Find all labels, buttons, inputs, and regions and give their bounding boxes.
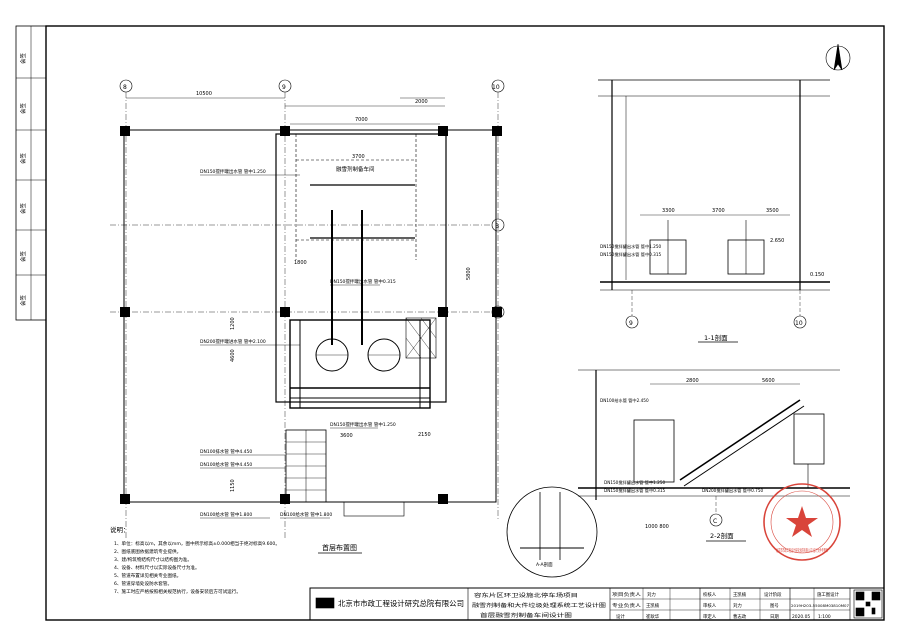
drawing-name: 首层融雪剂制备车间设计图 [480, 611, 572, 619]
axis-c: C [713, 518, 717, 525]
pipe-label: DN200搅拌罐进水管 管中2.100 [200, 338, 266, 345]
role-label: 项目负责人 [612, 591, 642, 598]
person-name: 崔耿华 [646, 613, 660, 620]
dim-2000: 2000 [415, 99, 428, 105]
axis-8: 8 [123, 84, 127, 91]
title-block-text: 北京市市政工程设计研究总院有限公司 容东片区环卫设施北停车场项目 融雪剂制备和大… [338, 591, 849, 620]
dim-5800: 5800 [466, 267, 472, 280]
note-item: 6、管道穿墙处设防水套管。 [114, 580, 172, 587]
stage-value: 施工图设计 [817, 591, 840, 598]
role-label: 专业负责人 [612, 602, 642, 609]
pipe-label: DN150搅拌罐出水管 管中1.250 [330, 421, 396, 428]
elev-2650: 2.650 [770, 238, 784, 244]
date-value: 2020.05 [792, 614, 810, 620]
strip-label: 会签 [19, 52, 27, 64]
company-name: 北京市市政工程设计研究总院有限公司 [338, 599, 464, 608]
axis-9: 9 [629, 320, 633, 327]
dim-1800: 1800 [294, 260, 307, 266]
strip-label: 会签 [19, 250, 27, 262]
strip-label: 会签 [19, 152, 27, 164]
scale-value: 1:100 [818, 614, 831, 620]
pipe-label: DN150搅拌罐出水管 管中0.315 [600, 251, 662, 258]
section-2-2 [578, 369, 850, 542]
person-name: 曹志政 [733, 613, 747, 620]
north-arrow-icon [825, 43, 851, 71]
pipe-label: DN200搅拌罐出水管 管中0.750 [702, 487, 764, 494]
columns [120, 126, 502, 504]
plan-labels: 8 9 10 C B 10500 2000 7000 3700 1800 360… [123, 84, 500, 552]
dim-1000-800: 1000 800 [645, 524, 669, 530]
dim-2800: 2800 [686, 378, 699, 384]
detail-title: A-A剖面 [536, 561, 553, 568]
person-name: 刘力 [733, 602, 742, 609]
section-1-1 [598, 79, 830, 343]
axis-c: C [495, 310, 499, 317]
pipe-label: DN150搅拌罐出水管 管中1.250 [600, 243, 662, 250]
dim-1200: 1200 [230, 317, 236, 330]
note-item: 2、图纸底图依据建筑专业提供。 [114, 548, 181, 555]
pipe-label: DN100给水管 管中1.800 [200, 511, 252, 518]
role-label: 审定人 [703, 613, 717, 620]
pipe-label: DN100给水管 管中1.800 [280, 511, 332, 518]
pipe-label: DN150搅拌罐出水管 管中1.250 [604, 479, 666, 486]
dim-5600: 5600 [762, 378, 775, 384]
dim-3600: 3600 [340, 433, 353, 439]
pipe-label: DN150搅拌罐出水管 管中0.315 [604, 487, 666, 494]
dim-3700: 3700 [352, 154, 365, 160]
strip-label: 会签 [19, 294, 27, 306]
pipe-label: DN150搅拌罐出水管 管中1.250 [200, 168, 266, 175]
floor-plan [110, 79, 505, 540]
seal-stamp: 北京市市政工程设计研究总院有限公司 设计文件专用章 [763, 483, 841, 561]
note-item: 3、建/构筑物结构尺寸以结构图为准。 [114, 556, 192, 563]
room-label: 融雪剂制备车间 [336, 165, 375, 173]
dim-1150: 1150 [230, 479, 236, 492]
note-item: 4、设备、材料尺寸以实际设备尺寸为准。 [114, 564, 200, 571]
pipe-label: DN100排水管 管中4.450 [200, 448, 252, 455]
project-line-2: 融雪剂制备和大件垃圾处理系统工艺设计图 [472, 601, 606, 609]
role-label: 审核人 [703, 602, 717, 609]
stamp-text: 北京市市政工程设计研究总院有限公司 设计文件专用章 [776, 547, 828, 554]
pipe-label: DN100给水管 管中4.450 [200, 461, 252, 468]
title-block [309, 587, 885, 621]
axis-10: 10 [795, 320, 803, 327]
elev-0150: 0.150 [810, 272, 824, 278]
section-2-2-labels: 2800 5600 1000 800 DN100给水管 管中2.450 DN15… [600, 378, 775, 540]
role-label: 设计 [616, 613, 625, 620]
project-line-1: 容东片区环卫设施北停车场项目 [474, 591, 578, 599]
dim-10500: 10500 [196, 91, 212, 97]
notes-heading: 说明： [110, 525, 130, 534]
note-item: 7、施工时应严格按照相关规范执行，设备安装后方可试运行。 [114, 588, 241, 595]
detail-a-a [506, 486, 598, 578]
plan-title: 首层布置图 [322, 543, 357, 552]
pipe-label: DN100给水管 管中2.450 [600, 397, 649, 404]
dim-2150: 2150 [418, 432, 431, 438]
axis-b: B [495, 223, 499, 230]
section-2-2-title: 2-2剖面 [710, 531, 734, 540]
dim-4600: 4600 [230, 349, 236, 362]
stage-label: 设计阶段 [764, 591, 782, 598]
person-name: 王凯楠 [646, 602, 660, 609]
note-item: 5、管道布置详见相关专业图纸。 [114, 572, 181, 579]
axis-9: 9 [282, 84, 286, 91]
section-1-1-title: 1-1剖面 [704, 333, 728, 342]
dim-7000: 7000 [355, 117, 368, 123]
dim-3300: 3300 [662, 208, 675, 214]
person-name: 王凯楠 [733, 591, 747, 598]
dim-3500: 3500 [766, 208, 779, 214]
axis-10: 10 [492, 84, 500, 91]
notes: 说明： 1、单位：标高以m，其余以mm，图中所示标高±0.000相当于绝对标高9… [110, 525, 280, 595]
strip-label: 会签 [19, 102, 27, 114]
left-sign-strip: 会签 会签 会签 会签 会签 会签 [16, 52, 46, 306]
note-item: 1、单位：标高以m，其余以mm，图中所示标高±0.000相当于绝对标高9.600… [114, 540, 280, 547]
drawing-no-value: 2019H203-55008M03810M07 [791, 604, 849, 608]
dim-3700: 3700 [712, 208, 725, 214]
date-label: 日期 [770, 614, 779, 620]
role-label: 校核人 [703, 591, 717, 598]
drawing-no-label: 图号 [770, 603, 779, 609]
person-name: 刘力 [647, 591, 656, 598]
section-1-1-labels: 3300 3700 3500 2.650 0.150 DN150搅拌罐出水管 管… [600, 208, 824, 342]
pipe-label: DN150搅拌罐出水管 管中0.315 [330, 278, 396, 285]
strip-label: 会签 [19, 202, 27, 214]
